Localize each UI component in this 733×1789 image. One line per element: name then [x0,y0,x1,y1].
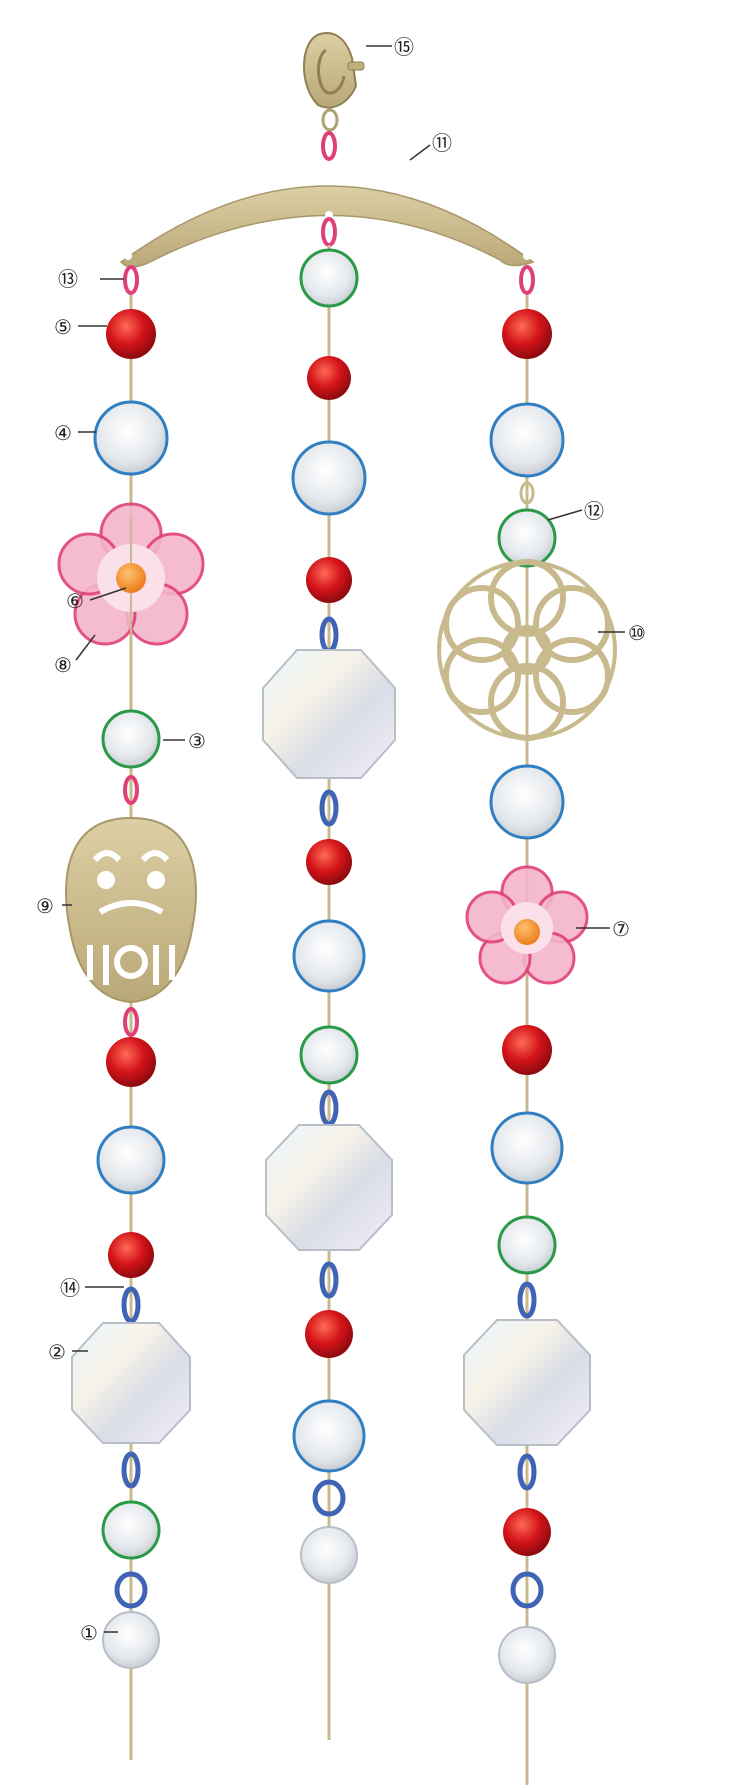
red-bead [106,309,156,359]
pink-jump-ring [323,133,335,159]
clear-bead [491,404,563,476]
center-strand [263,245,395,1740]
clear-bead [491,766,563,838]
crystal-drop [103,1612,159,1668]
clear-bead [293,442,365,514]
orange-bead [116,563,146,593]
clear-bead [301,1027,357,1083]
callout-2: ② [48,1340,66,1364]
callout-5: ⑤ [54,315,72,339]
callout-13: ⑬ [58,267,78,291]
octagon-crystal [72,1323,190,1443]
clear-bead [294,1401,364,1471]
clear-bead [294,921,364,991]
octagon-crystal [263,650,395,778]
red-bead [108,1232,154,1278]
callout-9: ⑨ [36,894,54,918]
clear-bead [103,711,159,767]
clear-bead [103,1502,159,1558]
left-strand [59,295,203,1760]
crystal-drop [499,1627,555,1683]
clear-bead [98,1127,164,1193]
callout-7: ⑦ [612,917,630,941]
clear-bead [301,250,357,306]
octagon-crystal [464,1320,590,1445]
red-bead [502,309,552,359]
red-bead [503,1508,551,1556]
clear-bead [499,510,555,566]
red-bead [307,356,351,400]
daruma-charm [66,818,196,1002]
clear-bead [499,1217,555,1273]
callout-4: ④ [54,421,72,445]
callout-1: ① [80,1621,98,1645]
pink-flower [59,504,203,644]
octagon-crystal [266,1125,392,1250]
crystal-drop [301,1527,357,1583]
callout-10: ⑩ [628,621,646,645]
callout-8: ⑧ [54,653,72,677]
red-bead [106,1037,156,1087]
red-bead [502,1025,552,1075]
red-bead [306,839,352,885]
callout-6: ⑥ [66,589,84,613]
pink-flower [467,867,587,983]
callout-12: ⑫ [584,499,604,523]
red-bead [305,1310,353,1358]
red-bead [306,557,352,603]
callout-11: ⑪ [432,131,452,155]
clear-bead [95,402,167,474]
clear-bead [492,1113,562,1183]
orange-bead [514,919,540,945]
callout-3: ③ [188,729,206,753]
callout-15: ⑮ [394,35,414,59]
lobster-clasp [304,33,364,130]
callout-14: ⑭ [60,1276,80,1300]
